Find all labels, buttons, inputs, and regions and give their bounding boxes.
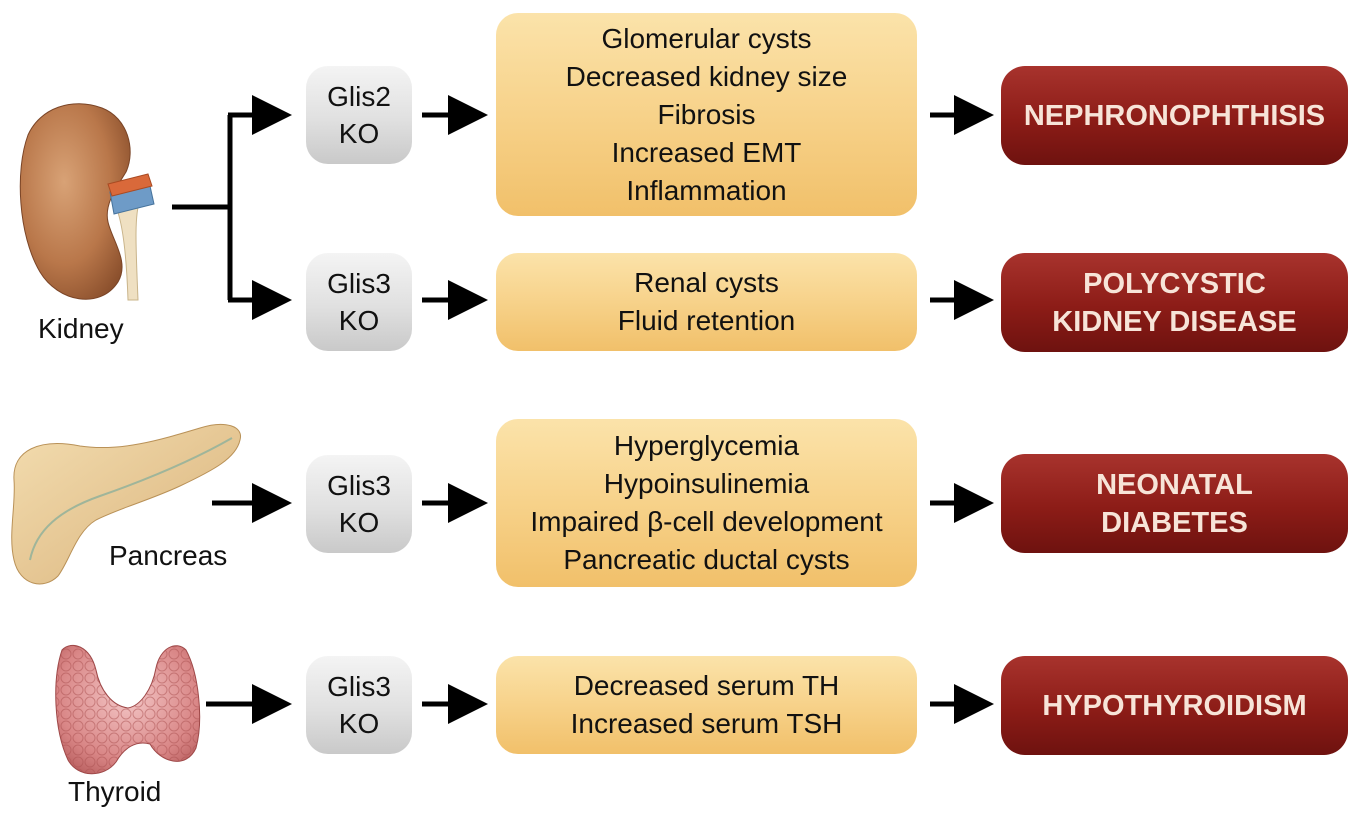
phenotype-item: Hyperglycemia	[613, 430, 800, 461]
thyroid-label: Thyroid	[68, 776, 162, 807]
phenotype-item: Impaired β-cell development	[530, 506, 883, 537]
disease-box-hypothyroidism: HYPOTHYROIDISM	[1001, 656, 1348, 755]
phenotype-item: Inflammation	[626, 174, 787, 206]
glis3-ko-box-pancreas: Glis3 KO	[306, 455, 412, 553]
glis3-ko-box-thyroid: Glis3 KO	[306, 656, 412, 754]
disease-box-pkd: POLYCYSTIC KIDNEY DISEASE	[1001, 253, 1348, 352]
phenotype-item: Pancreatic ductal cysts	[563, 544, 850, 575]
ko-label: KO	[338, 507, 380, 538]
disease-label: HYPOTHYROIDISM	[1042, 689, 1307, 722]
kidney-label: Kidney	[38, 313, 124, 344]
gene-name: Glis3	[327, 470, 391, 501]
kidney-illustration	[19, 103, 155, 301]
gene-name: Glis3	[327, 671, 391, 702]
phenotype-item: Fibrosis	[657, 98, 756, 130]
phenotype-box-glis3-kidney: Renal cysts Fluid retention	[496, 253, 917, 351]
disease-label: DIABETES	[1101, 506, 1248, 539]
phenotype-item: Decreased kidney size	[565, 60, 848, 92]
phenotype-box-glis3-thyroid: Decreased serum TH Increased serum TSH	[496, 656, 917, 754]
phenotype-item: Increased EMT	[611, 136, 802, 168]
phenotype-box-glis2: Glomerular cysts Decreased kidney size F…	[496, 13, 917, 216]
pancreas-label: Pancreas	[109, 540, 228, 571]
disease-label: NEPHRONOPHTHISIS	[1023, 99, 1326, 132]
gene-name: Glis3	[327, 268, 391, 299]
disease-box-neonatal-diabetes: NEONATAL DIABETES	[1001, 454, 1348, 553]
phenotype-item: Increased serum TSH	[570, 708, 843, 739]
pancreas-illustration	[11, 424, 241, 585]
kidney-branch-line	[172, 115, 233, 300]
thyroid-illustration	[55, 645, 201, 775]
phenotype-item: Hypoinsulinemia	[603, 468, 810, 499]
disease-label: NEONATAL	[1096, 468, 1253, 501]
phenotype-item: Decreased serum TH	[573, 670, 840, 701]
phenotype-item: Renal cysts	[634, 267, 779, 298]
ko-label: KO	[338, 118, 380, 149]
ko-label: KO	[338, 708, 380, 739]
ko-label: KO	[338, 305, 380, 336]
disease-label: KIDNEY DISEASE	[1052, 305, 1297, 338]
glis2-ko-box: Glis2 KO	[306, 66, 412, 164]
disease-box-nephronophthisis: NEPHRONOPHTHISIS	[1001, 66, 1348, 165]
glis3-ko-box-kidney: Glis3 KO	[306, 253, 412, 351]
phenotype-box-glis3-pancreas: Hyperglycemia Hypoinsulinemia Impaired β…	[496, 419, 917, 587]
disease-label: POLYCYSTIC	[1083, 267, 1266, 300]
phenotype-item: Glomerular cysts	[601, 22, 812, 54]
phenotype-item: Fluid retention	[617, 305, 796, 336]
gene-name: Glis2	[327, 81, 391, 112]
